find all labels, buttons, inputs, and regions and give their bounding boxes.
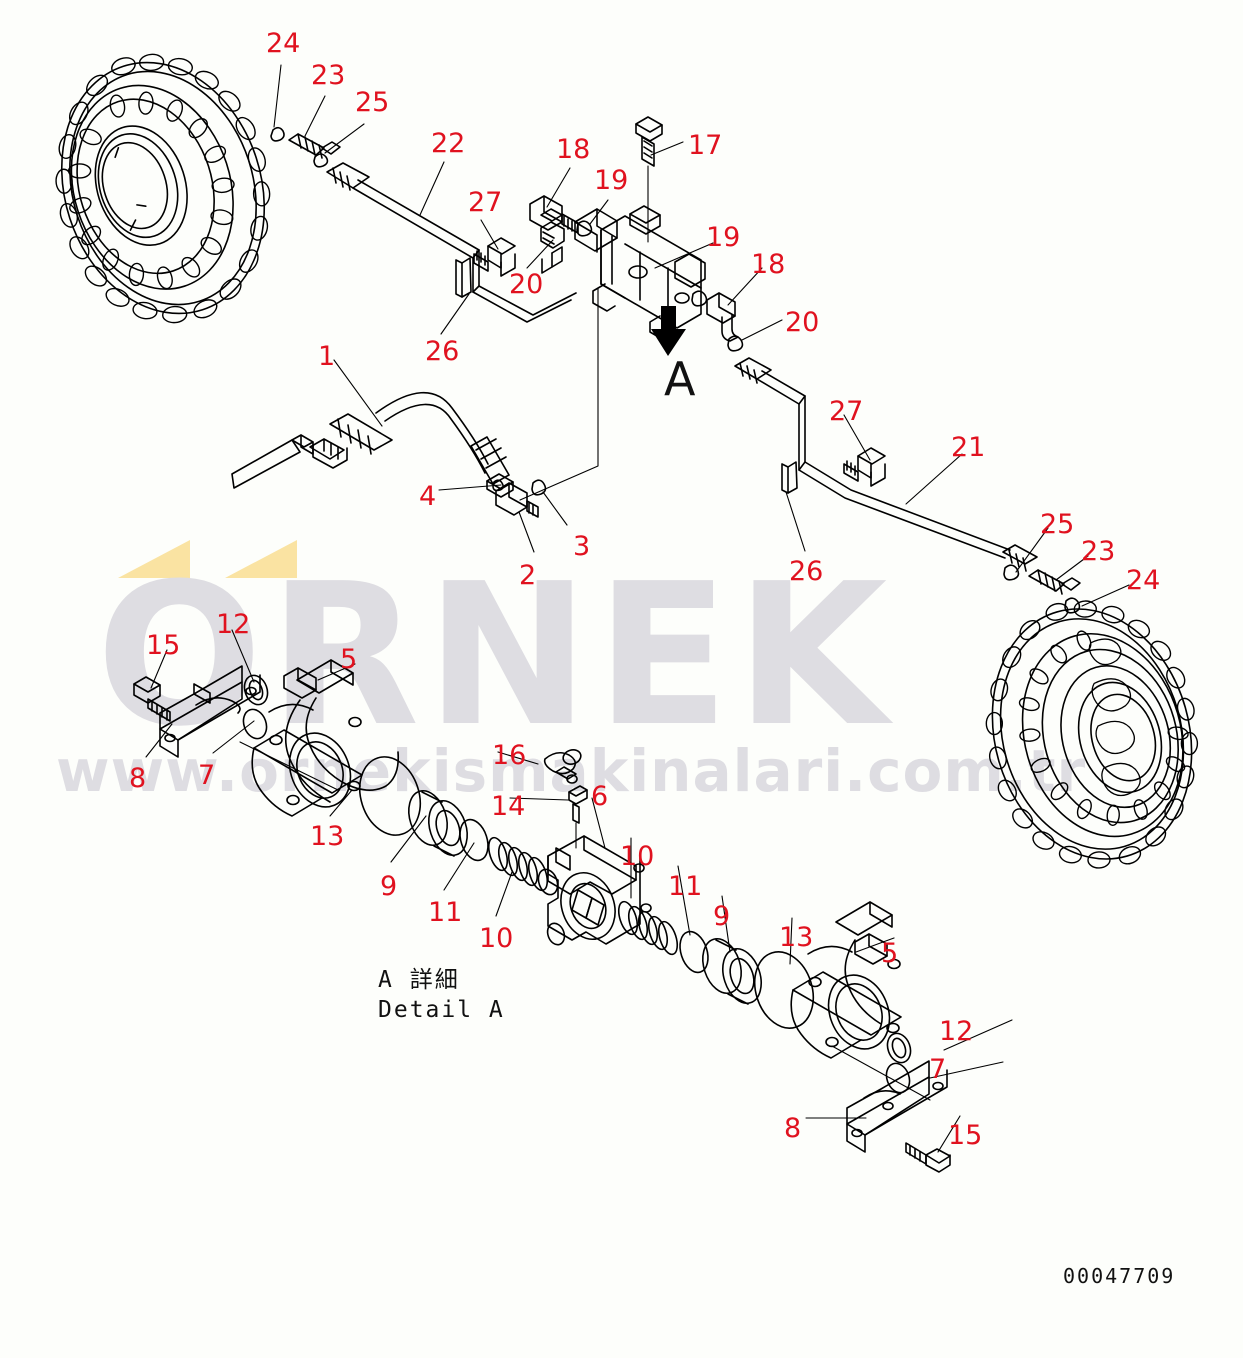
brake-housing-5-right — [790, 901, 902, 1059]
piston-9-left — [408, 789, 468, 857]
section-arrow-a — [651, 306, 686, 356]
callout-number-19: 19 — [706, 222, 741, 253]
seal-12-right — [886, 1032, 912, 1064]
callout-number-7: 7 — [198, 760, 216, 791]
callout-number-9: 9 — [713, 901, 731, 932]
callout-number-2: 2 — [519, 560, 537, 591]
fitting-group-left-sprocket — [270, 126, 341, 168]
port-20-left — [540, 208, 565, 274]
callout-number-27: 27 — [468, 187, 503, 218]
callout-number-13: 13 — [779, 922, 814, 953]
callout-number-5: 5 — [881, 938, 899, 969]
oring-11-right — [679, 930, 709, 974]
callout-number-18: 18 — [556, 134, 591, 165]
callout-number-12: 12 — [216, 609, 251, 640]
callout-number-24: 24 — [266, 28, 301, 59]
drawing-part-number: 00047709 — [1063, 1264, 1176, 1288]
callout-number-20: 20 — [785, 307, 820, 338]
callout-number-13: 13 — [310, 821, 345, 852]
callout-number-24: 24 — [1126, 565, 1161, 596]
callout-number-26: 26 — [789, 556, 824, 587]
brake-housing-5-left — [251, 659, 400, 817]
elbow-18-upper — [529, 195, 579, 234]
callout-number-25: 25 — [1040, 509, 1075, 540]
callout-number-27: 27 — [829, 396, 864, 427]
callout-number-26: 26 — [425, 336, 460, 367]
callout-number-5: 5 — [340, 644, 358, 675]
callout-number-23: 23 — [1081, 536, 1116, 567]
oring-19-lower — [691, 290, 708, 307]
detail-a-right-assembly — [617, 900, 951, 1173]
callout-number-19: 19 — [594, 165, 629, 196]
tube-22 — [326, 162, 577, 323]
callout-number-7: 7 — [929, 1054, 947, 1085]
callout-number-17: 17 — [688, 130, 723, 161]
callout-number-14: 14 — [491, 791, 526, 822]
seal-7-left — [242, 708, 268, 740]
callout-number-16: 16 — [492, 740, 527, 771]
callout-number-1: 1 — [318, 341, 336, 372]
callout-number-25: 25 — [355, 87, 390, 118]
callout-number-21: 21 — [951, 432, 986, 463]
sprocket-top-left — [55, 53, 271, 324]
callout-number-15: 15 — [948, 1120, 983, 1151]
leader-lines — [145, 64, 1130, 1153]
tube-21 — [734, 357, 1038, 572]
elbow-2 — [495, 482, 539, 518]
oring-20-right — [727, 335, 744, 352]
connector-23-right — [1028, 569, 1081, 595]
spring-10-left — [487, 836, 549, 892]
bolt-27-right — [843, 447, 886, 487]
hose-1 — [231, 391, 514, 498]
callout-number-11: 11 — [668, 871, 703, 902]
callout-number-20: 20 — [509, 269, 544, 300]
callout-number-8: 8 — [784, 1113, 802, 1144]
callout-number-6: 6 — [591, 781, 609, 812]
brake-body-6 — [537, 835, 652, 946]
cap-16 — [543, 748, 582, 784]
oring-13-left — [358, 756, 422, 836]
detail-a-label-jp: A 詳細 — [378, 967, 460, 993]
callout-number-10: 10 — [479, 923, 514, 954]
plug-4 — [492, 479, 504, 492]
callout-number-11: 11 — [428, 897, 463, 928]
valve-block — [574, 205, 706, 340]
callout-number-10: 10 — [620, 841, 655, 872]
detail-a-left-assembly — [133, 659, 549, 892]
elbow-18-lower — [706, 292, 739, 342]
callout-number-4: 4 — [419, 481, 437, 512]
bolt-15-right — [905, 1142, 951, 1173]
detail-a-label-en: Detail A — [378, 997, 505, 1023]
bleeder-14 — [568, 785, 588, 824]
oring-13-right — [753, 951, 815, 1029]
bracket-8-right — [846, 1060, 948, 1153]
callout-number-15: 15 — [146, 630, 181, 661]
oring-19-upper — [576, 220, 593, 237]
oring-11-left — [459, 818, 489, 862]
callout-number-9: 9 — [380, 871, 398, 902]
bolt-17 — [635, 116, 663, 167]
callout-number-23: 23 — [311, 60, 346, 91]
callout-number-8: 8 — [129, 763, 147, 794]
callout-number-3: 3 — [573, 531, 591, 562]
sprocket-bottom-right — [985, 600, 1199, 869]
callout-number-18: 18 — [751, 249, 786, 280]
spring-10-right — [617, 900, 679, 956]
callout-number-22: 22 — [431, 128, 466, 159]
section-letter-a: A — [664, 352, 696, 406]
bracket-8-left — [159, 665, 261, 758]
callout-number-12: 12 — [939, 1016, 974, 1047]
oring-25-right — [1003, 564, 1020, 581]
bolt-15-left — [133, 676, 171, 722]
bolt-27-left — [473, 237, 516, 277]
piston-9-right — [702, 937, 762, 1005]
